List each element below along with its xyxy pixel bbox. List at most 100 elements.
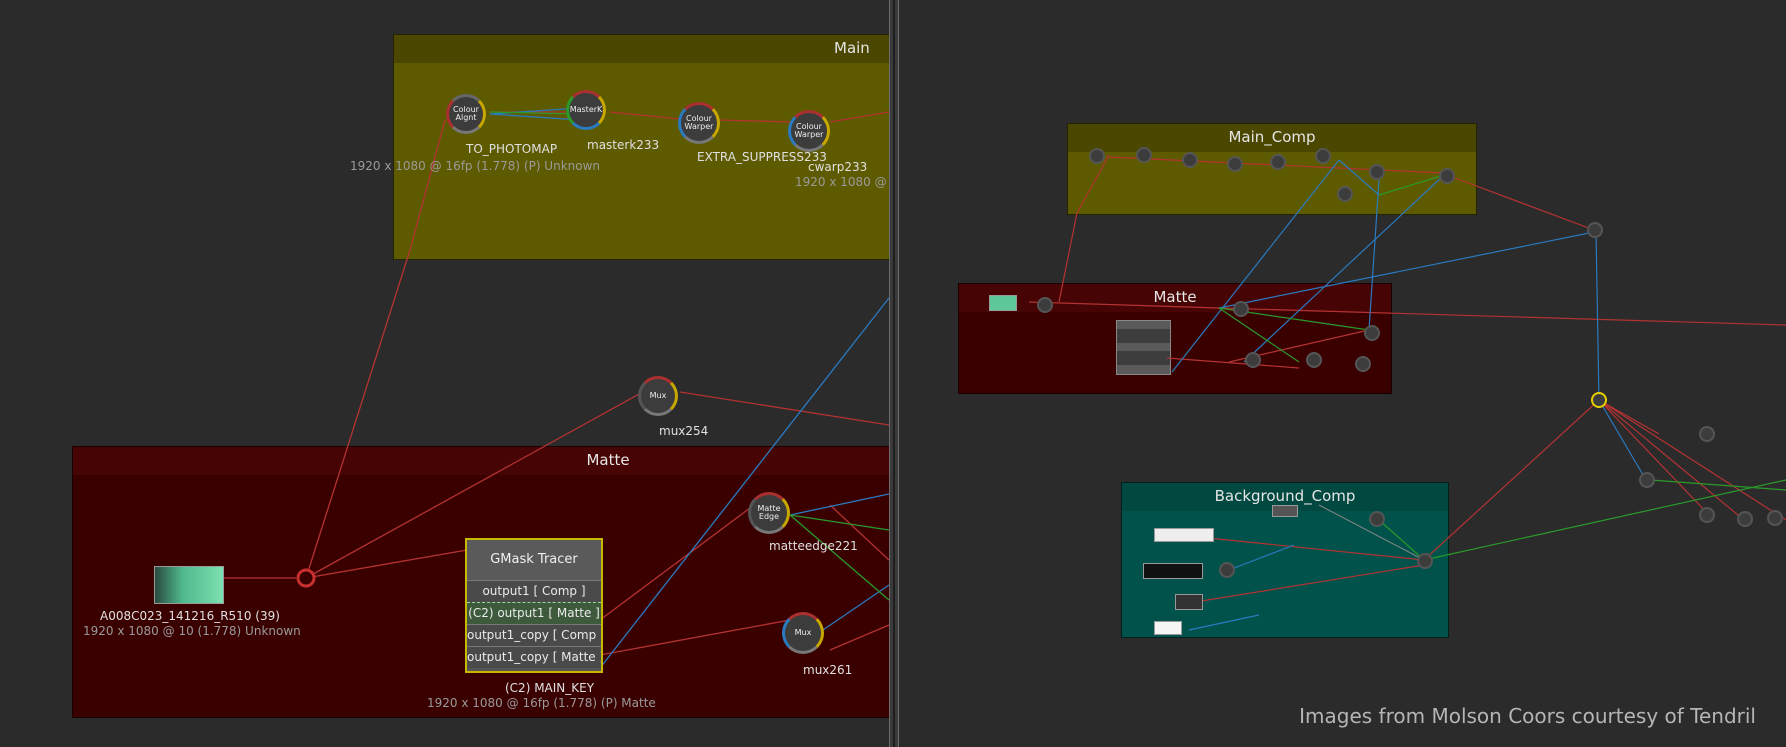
node-icon[interactable]: [1737, 511, 1753, 527]
wire: [789, 493, 889, 516]
mux-node[interactable]: Mux: [638, 376, 678, 416]
wire: [1188, 564, 1425, 604]
dot-node: [296, 568, 316, 588]
node-icon[interactable]: [1699, 426, 1715, 442]
node-icon[interactable]: [1439, 168, 1455, 184]
backdrop-title: Matte: [1153, 288, 1197, 306]
node-icon[interactable]: [1337, 186, 1353, 202]
node-icon[interactable]: [1182, 152, 1198, 168]
wire: [305, 387, 651, 579]
gmask-tracer-node[interactable]: GMask Tracer output1 [ Comp ] (C2) outpu…: [465, 538, 603, 673]
backdrop-title: Main_Comp: [1228, 128, 1316, 146]
node-icon[interactable]: [1315, 148, 1331, 164]
node-label: EXTRA_SUPPRESS233: [697, 150, 827, 164]
wire: [599, 507, 751, 621]
node-icon[interactable]: [1639, 472, 1655, 488]
wire: [719, 119, 791, 123]
wire: [1598, 399, 1710, 516]
node-icon[interactable]: [1587, 222, 1603, 238]
backdrop-header: [959, 284, 1391, 312]
wire: [1423, 399, 1600, 561]
wire: [819, 584, 889, 633]
node-icon[interactable]: [1227, 156, 1243, 172]
clip-thumbnail[interactable]: [989, 295, 1017, 311]
connection-wires: [222, 107, 889, 669]
wire: [1598, 399, 1660, 435]
wire: [1171, 159, 1340, 373]
wire: [789, 514, 889, 601]
gmask-output-row[interactable]: output1_copy [ Comp ]: [467, 624, 601, 646]
wire: [599, 297, 889, 669]
wire: [1598, 399, 1745, 521]
backdrop-header: [1068, 124, 1476, 152]
masterk-node[interactable]: MasterK: [566, 90, 606, 130]
clip-label: A008C023_141216_R510 (39): [100, 609, 280, 623]
wire: [1598, 399, 1786, 521]
matteedge-node[interactable]: Matte Edge: [748, 492, 790, 534]
colour-warper-node[interactable]: Colour Warper: [788, 110, 830, 152]
backdrop-title: Background_Comp: [1214, 487, 1356, 505]
node-label: TO_PHOTOMAP: [466, 142, 558, 156]
backdrop-main-comp[interactable]: Main_Comp: [1067, 123, 1477, 215]
node-graph-right[interactable]: Main_Comp Matte Background_Comp: [899, 0, 1786, 747]
wire: [609, 111, 691, 121]
backdrop-header: [394, 35, 889, 63]
node-icon[interactable]: [1355, 356, 1371, 372]
node-icon[interactable]: [1767, 510, 1783, 526]
node-label: mux261: [803, 663, 853, 677]
gmask-node-collapsed[interactable]: [1116, 320, 1171, 375]
wire: [1650, 479, 1786, 491]
node-icon[interactable]: [1136, 147, 1152, 163]
node-label: (C2) MAIN_KEY: [505, 681, 595, 695]
wire: [1423, 479, 1786, 561]
wire: [1076, 154, 1110, 214]
split-view-divider[interactable]: [889, 0, 899, 747]
node-icon[interactable]: [1270, 154, 1286, 170]
node-icon[interactable]: [1369, 164, 1385, 180]
gmask-output-row[interactable]: output1_copy [ Matte ]: [467, 646, 601, 668]
connection-wires: [1028, 154, 1786, 631]
node-graph-left[interactable]: Main Matte: [0, 0, 889, 747]
node-icon[interactable]: [1306, 352, 1322, 368]
selected-dot-node[interactable]: [1591, 392, 1607, 408]
clip-thumbnail[interactable]: [1143, 563, 1203, 579]
wire: [1028, 301, 1220, 309]
node-icon[interactable]: [1272, 505, 1298, 517]
node-icon[interactable]: [1369, 511, 1385, 527]
node-format: 1920 x 1080 @ 1: [795, 175, 889, 189]
backdrop-title: Matte: [586, 451, 630, 469]
colour-align-node[interactable]: Colour Algnt: [446, 94, 486, 134]
wire: [1378, 519, 1425, 561]
wire: [489, 113, 581, 121]
backdrop-matte[interactable]: Matte: [958, 283, 1392, 394]
mux-node[interactable]: Mux: [782, 612, 824, 654]
node-icon[interactable]: [1364, 325, 1380, 341]
wire: [1318, 504, 1425, 561]
clip-thumbnail[interactable]: [1154, 528, 1214, 542]
backdrop-background-comp[interactable]: Background_Comp: [1121, 482, 1449, 638]
node-icon[interactable]: [1037, 297, 1053, 313]
node-icon[interactable]: [1233, 301, 1249, 317]
wire: [599, 619, 791, 656]
node-label: cwarp233: [808, 160, 868, 174]
wire: [1218, 307, 1786, 326]
colour-warper-node[interactable]: Colour Warper: [678, 102, 720, 144]
wire: [789, 514, 889, 531]
node-icon[interactable]: [1417, 553, 1433, 569]
wire: [305, 549, 468, 579]
gmask-output-row[interactable]: output1 [ Comp ]: [467, 580, 601, 602]
node-icon[interactable]: [1699, 507, 1715, 523]
clip-format: 1920 x 1080 @ 10 (1.778) Unknown: [83, 624, 301, 638]
wire: [1446, 174, 1595, 231]
clip-thumbnail[interactable]: [154, 566, 224, 604]
node-icon[interactable]: [1245, 352, 1261, 368]
node-icon[interactable]: [1219, 562, 1235, 578]
wire: [829, 624, 889, 651]
clip-thumbnail[interactable]: [1154, 621, 1182, 635]
gmask-output-row[interactable]: (C2) output1 [ Matte ]: [467, 602, 601, 624]
wire: [1338, 159, 1380, 196]
wire: [829, 111, 889, 123]
node-icon[interactable]: [1089, 148, 1105, 164]
node-label: mux254: [659, 424, 709, 438]
clip-thumbnail[interactable]: [1175, 594, 1203, 610]
